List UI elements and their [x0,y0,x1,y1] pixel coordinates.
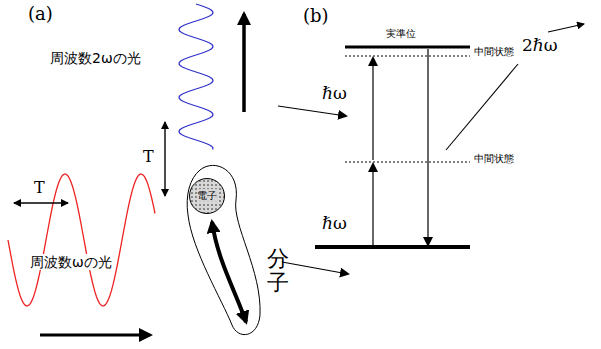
electron-label: 電子 [197,189,217,203]
level-label: 中間状態 [474,153,514,165]
photon-label: ℏω [322,214,347,234]
energy-level [345,46,470,49]
photon-arrow [282,262,348,274]
light-label: 周波数ωの光 [28,254,114,270]
period-arrow [164,122,165,196]
photon-label: ℏω [322,84,347,104]
propagation-arrow [40,334,150,337]
molecule-outline: 分子 電子 [185,155,295,345]
panel-label: (a) [28,4,53,25]
level-label: 中間状態 [474,46,514,58]
electron-circle: 電子 [189,178,225,214]
virtual-level [345,56,470,57]
photon-arrow [548,24,584,32]
photon-label: 2ℏω [522,36,558,56]
panel-label: (b) [303,6,329,27]
transition-arrow [372,164,373,245]
period-arrow [14,202,68,203]
ground-level [315,245,470,249]
leader-line [446,64,518,150]
period-label: T [32,179,47,197]
propagation-arrow [242,14,246,112]
light-label: 周波数2ωの光 [50,50,141,66]
oscillation-arrow [212,222,246,322]
level-label: 実準位 [386,28,416,40]
light-wave-w [8,174,155,306]
molecule-label: 分子 [267,247,289,295]
period-label: T [143,148,154,166]
light-wave-2w [179,4,213,150]
photon-arrow [278,106,346,116]
emission-arrow [427,49,428,245]
virtual-level [345,162,470,163]
transition-arrow [372,58,373,160]
